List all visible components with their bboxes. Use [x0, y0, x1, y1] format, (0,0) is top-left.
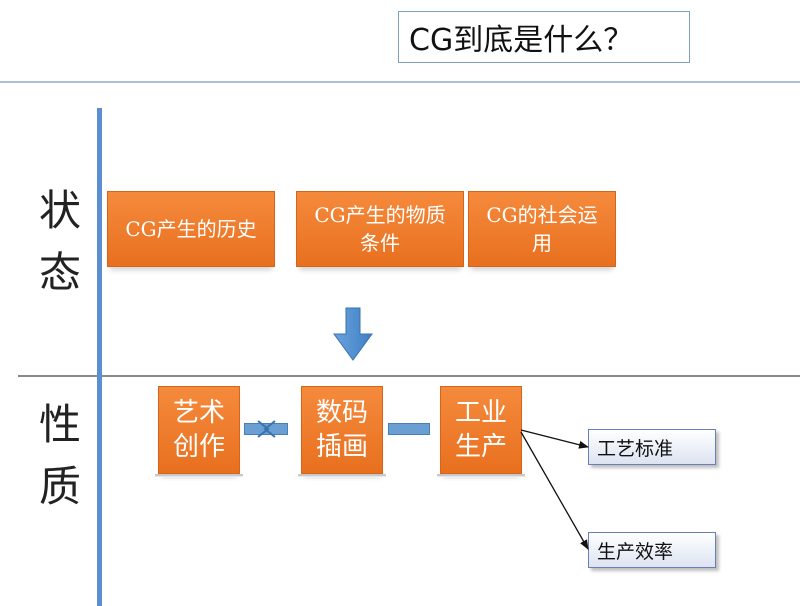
vertical-divider — [97, 108, 102, 606]
box-underline — [298, 474, 386, 476]
box-underline — [155, 474, 243, 476]
section-label-state: 状 态 — [38, 186, 81, 297]
section-label-nature: 性 质 — [38, 400, 81, 511]
social-use-box: CG的社会运用 — [468, 191, 616, 267]
art-creation-box: 艺术创作 — [158, 386, 240, 474]
history-box: CG产生的历史 — [107, 191, 275, 267]
top-divider — [0, 81, 800, 83]
connector-dash-icon — [388, 423, 430, 435]
industrial-production-box: 工业生产 — [440, 386, 522, 474]
box-underline — [437, 474, 525, 476]
section-divider — [18, 375, 800, 377]
digital-illustration-box: 数码插画 — [301, 386, 383, 474]
down-arrow-icon — [333, 307, 373, 361]
production-efficiency-box: 生产效率 — [588, 532, 716, 568]
double-arrow-icon — [244, 423, 288, 435]
process-standard-box: 工艺标准 — [588, 429, 716, 465]
arrow-icon — [520, 431, 589, 550]
material-conditions-box: CG产生的物质条件 — [296, 191, 464, 267]
arrow-icon — [520, 429, 589, 449]
page-title: CG到底是什么？ — [398, 11, 690, 63]
